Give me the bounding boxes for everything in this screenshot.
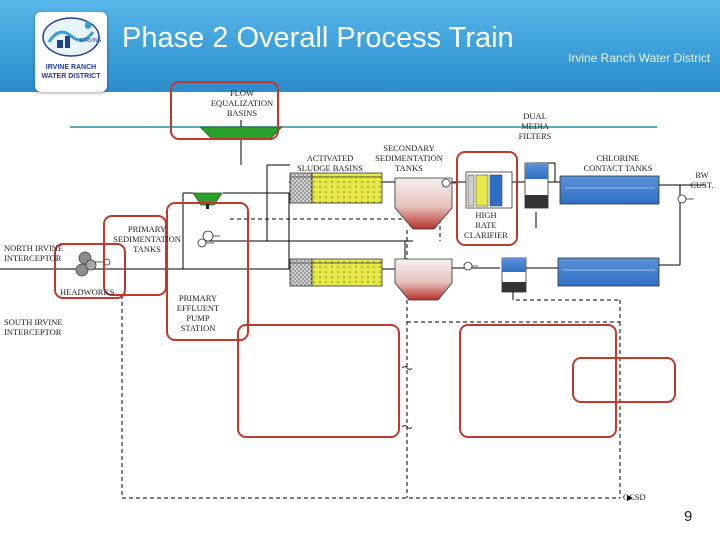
high-rate-clarifier xyxy=(465,171,513,209)
highlight-outlines xyxy=(54,81,676,438)
highlight-high-rate-clarifier xyxy=(456,151,518,246)
break-symbol-icon xyxy=(401,366,413,429)
organization-name: Irvine Ranch Water District xyxy=(568,51,711,65)
label-ocsd: OCSD xyxy=(623,492,646,502)
highlight-unknown-1 xyxy=(237,324,400,438)
headworks-weir xyxy=(192,192,223,209)
label-secondary-sedimentation: SECONDARY SEDIMENTATION TANKS xyxy=(375,143,443,173)
logo-line-1: IRVINE RANCH xyxy=(45,64,97,71)
irwd-logo: SERVING IRVINE RANCH WATER DISTRICT xyxy=(35,12,107,92)
label-rw-cust: RW CUST. xyxy=(690,170,714,190)
highlight-unknown-3 xyxy=(572,357,676,403)
ocsd-arrow xyxy=(627,495,633,501)
highlight-pump-station xyxy=(166,202,249,341)
dual-media-filter-upper xyxy=(524,162,549,209)
highlight-unknown-2 xyxy=(459,324,617,438)
label-north-irvine-interceptor: NORTH IRVINE INTERCEPTOR xyxy=(4,243,64,263)
secondary-sedimentation-tank-lower xyxy=(394,258,453,301)
label-south-irvine-interceptor: SOUTH IRVINE INTERCEPTOR xyxy=(4,317,63,337)
logo-line-2: WATER DISTRICT xyxy=(41,73,101,80)
flow-equalization-basin xyxy=(199,126,283,140)
title-banner xyxy=(0,0,720,92)
label-activated-sludge: ACTIVATED SLUDGE BASINS xyxy=(297,153,363,173)
label-flow-equalization: FLOW EQUALIZATION BASINS xyxy=(210,88,274,118)
activated-sludge-basin-lower xyxy=(289,258,383,287)
grinder-icon xyxy=(75,251,111,277)
chlorine-contact-tank-lower xyxy=(557,257,660,287)
logo-serving-text: SERVING xyxy=(79,38,102,44)
dashed-piping xyxy=(121,218,621,499)
pump-icon xyxy=(202,230,220,242)
label-dual-media-filters: DUAL MEDIA FILTERS xyxy=(518,111,552,141)
highlight-flow-equalization xyxy=(170,81,279,140)
highlight-headworks xyxy=(54,243,126,299)
valve-icon xyxy=(197,178,694,271)
page-number: 9 xyxy=(684,508,693,525)
water-drop-logo-icon: SERVING xyxy=(42,17,102,57)
secondary-sedimentation-tank-upper xyxy=(394,177,453,230)
page-title: Phase 2 Overall Process Train xyxy=(122,22,514,54)
label-primary-effluent-pump-station: PRIMARY EFFLUENT PUMP STATION xyxy=(176,293,220,333)
label-headworks: HEADWORKS xyxy=(60,287,115,297)
dual-media-filter-lower xyxy=(501,257,527,293)
label-primary-sedimentation: PRIMARY SEDIMENTATION TANKS xyxy=(113,224,181,254)
label-chlorine-contact: CHLORINE CONTACT TANKS xyxy=(583,153,653,173)
activated-sludge-basin-upper xyxy=(289,172,383,204)
label-high-rate-clarifier: HIGH RATE CLARIFIER xyxy=(464,210,508,240)
chlorine-contact-tank-upper xyxy=(559,175,660,205)
